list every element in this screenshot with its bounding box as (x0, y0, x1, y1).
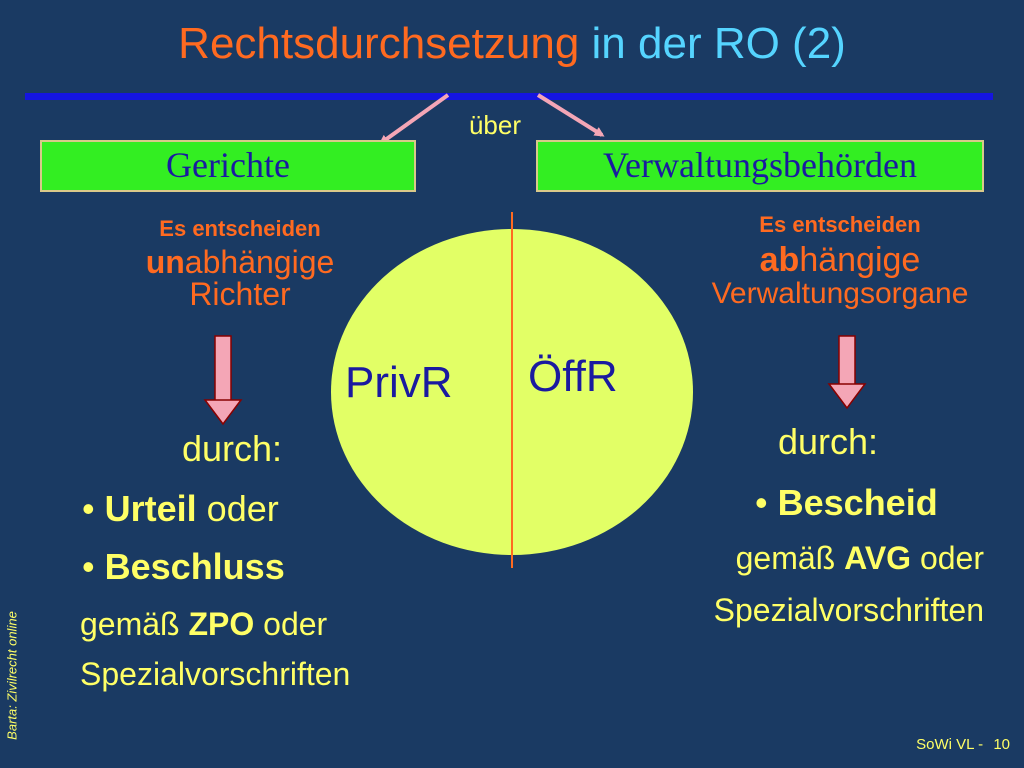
right-item-1: • Bescheid (755, 482, 938, 523)
right-basis-line-2: Spezialvorschriften (713, 592, 984, 628)
left-description: Es entscheiden unabhängige Richter (100, 216, 380, 310)
branch-arrow-left (378, 93, 450, 145)
page-label: SoWi VL - (916, 736, 984, 753)
courts-box: Gerichte (40, 140, 416, 192)
left-noun: Richter (189, 276, 291, 312)
page-footer: SoWi VL - 10 (880, 736, 1010, 753)
title-underline (25, 93, 993, 100)
authorities-box: Verwaltungsbehörden (536, 140, 984, 192)
left-basis-line: gemäß ZPO oder (80, 606, 328, 642)
bullet-icon: • (82, 546, 95, 587)
courts-box-label: Gerichte (166, 145, 290, 185)
left-item-1: • Urteil oder (82, 488, 279, 529)
right-durch: durch: (778, 421, 879, 462)
circle-label-offr: ÖffR (528, 352, 618, 401)
bullet-icon: • (82, 488, 95, 529)
right-noun: Verwaltungsorgane (711, 277, 969, 310)
down-arrow-left (203, 335, 243, 426)
down-arrow-right (827, 335, 867, 410)
branch-arrow-right (536, 93, 605, 137)
left-decide-line: Es entscheiden (159, 216, 321, 241)
title-part-1: Rechtsdurchsetzung (178, 19, 580, 68)
right-basis-line: gemäß AVG oder (735, 540, 984, 576)
law-circle (331, 212, 693, 568)
right-description: Es entscheiden abhängige Verwaltungsorga… (670, 212, 1010, 310)
title-part-2: in der RO (2) (591, 19, 846, 68)
left-item-2: • Beschluss (82, 546, 285, 587)
left-durch: durch: (182, 428, 283, 469)
circle-label-privr: PrivR (345, 358, 453, 407)
side-note: Barta: Zivilrecht online (4, 611, 20, 740)
authorities-box-label: Verwaltungsbehörden (603, 145, 917, 185)
right-adjective: abhängige (759, 241, 921, 279)
page-number: 10 (993, 736, 1010, 753)
connector-label: über (468, 110, 522, 140)
slide-title: Rechtsdurchsetzung in der RO (2) (0, 18, 1024, 70)
left-basis-line-2: Spezialvorschriften (80, 656, 351, 692)
left-adjective: unabhängige (145, 244, 335, 280)
bullet-icon: • (755, 482, 768, 523)
right-decide-line: Es entscheiden (759, 212, 921, 237)
